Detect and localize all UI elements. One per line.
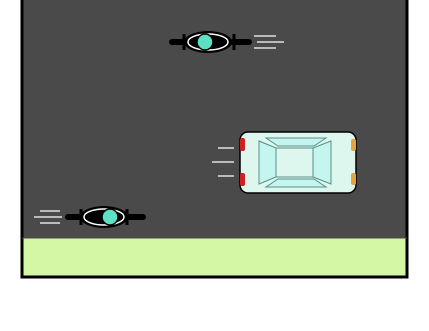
car-windows: [258, 137, 332, 188]
tail-light: [240, 173, 245, 186]
rider-helmet: [101, 208, 119, 226]
motorcycle-bottom: [34, 206, 146, 228]
rider-helmet: [196, 33, 214, 51]
grass-strip: [22, 238, 407, 276]
motorcycle-top: [169, 31, 284, 53]
head-light: [351, 173, 356, 185]
speed-lines: [212, 147, 234, 177]
playfield-border: [20, 0, 409, 279]
head-light: [351, 139, 356, 151]
speed-lines: [254, 35, 284, 49]
tail-light: [240, 138, 245, 151]
car: [212, 131, 357, 194]
speed-lines: [34, 210, 62, 224]
